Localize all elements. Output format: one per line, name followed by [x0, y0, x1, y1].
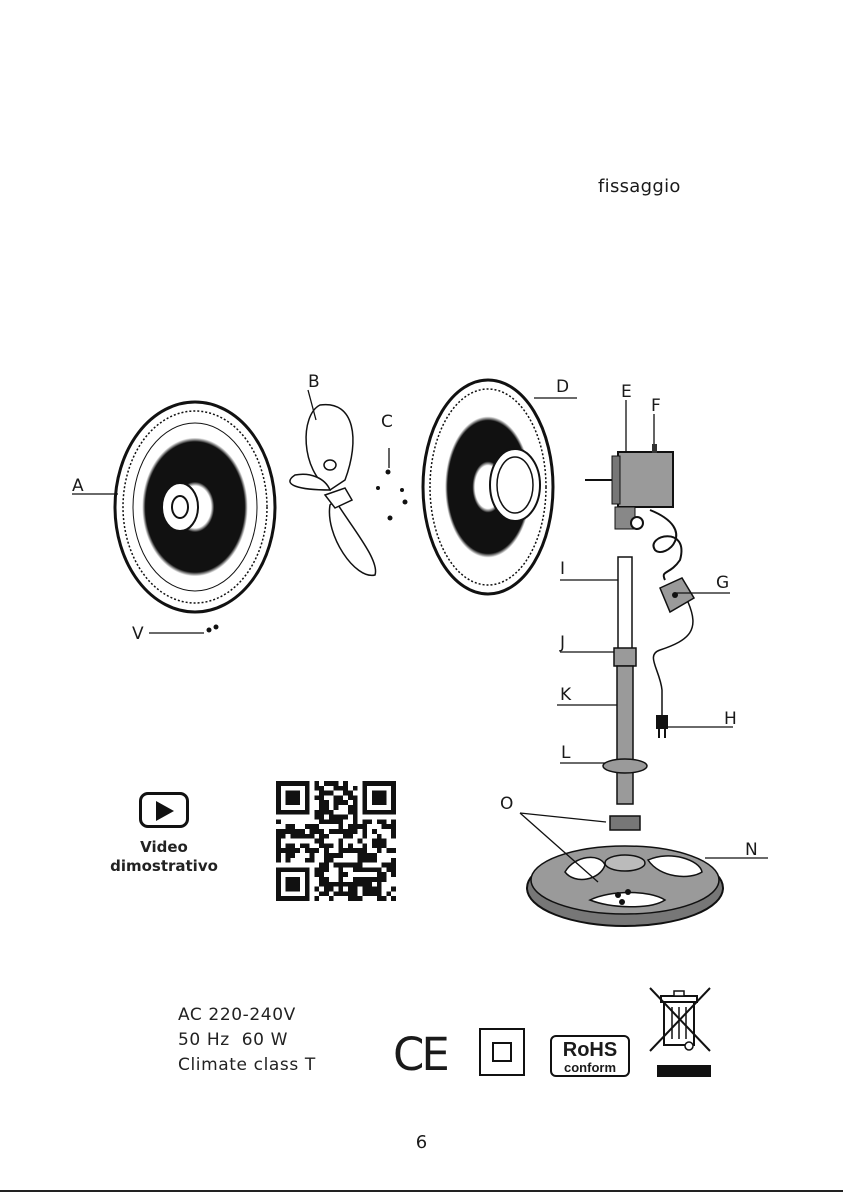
label-j: J: [559, 633, 565, 653]
label-a: A: [72, 476, 84, 496]
label-e: E: [621, 382, 632, 402]
video-caption: Video dimostrativo: [100, 838, 228, 876]
v-screws-part: [207, 625, 219, 633]
label-l: L: [561, 743, 571, 763]
label-i: I: [560, 559, 565, 579]
motor-part: [585, 444, 681, 580]
video-caption-line1: Video: [100, 838, 228, 857]
label-g: G: [716, 573, 729, 593]
spec-climate-class: Climate class T: [178, 1053, 316, 1078]
play-icon[interactable]: [139, 792, 189, 828]
rohs-title: RoHS: [552, 1039, 628, 1061]
rear-grill-part: [423, 380, 553, 594]
rohs-badge: RoHS conform: [550, 1035, 630, 1077]
inner-tube-part: [618, 557, 632, 652]
electrical-specs: AC 220-240V 50 Hz 60 W Climate class T: [178, 1003, 316, 1078]
label-b: B: [308, 372, 320, 392]
ce-mark-icon: CE: [393, 1030, 447, 1080]
qr-code-icon[interactable]: [276, 781, 396, 901]
class-ii-icon: [479, 1028, 525, 1076]
label-f: F: [651, 396, 661, 416]
label-n: N: [745, 840, 758, 860]
base-part: [527, 846, 723, 926]
collar-part: [614, 648, 636, 666]
screws-part: [376, 470, 408, 521]
rohs-sub: conform: [552, 1061, 628, 1074]
label-d: D: [556, 377, 569, 397]
label-o: O: [500, 794, 513, 814]
nuts-part: [610, 816, 640, 830]
label-c: C: [381, 412, 393, 432]
play-triangle-icon: [156, 801, 174, 821]
weee-bin-icon: [647, 985, 713, 1080]
text-fragment: fissaggio: [598, 176, 681, 197]
label-k: K: [560, 685, 572, 705]
cover-part: [603, 759, 647, 773]
page-number: 6: [0, 1132, 843, 1153]
label-h: H: [724, 709, 737, 729]
label-v: V: [132, 624, 144, 644]
video-caption-line2: dimostrativo: [100, 857, 228, 876]
spec-frequency-power: 50 Hz 60 W: [178, 1028, 316, 1053]
switch-part: [653, 578, 694, 738]
blade-part: [290, 405, 376, 576]
spec-voltage: AC 220-240V: [178, 1003, 316, 1028]
outer-tube-part: [617, 666, 633, 804]
front-grill-part: [115, 402, 275, 612]
